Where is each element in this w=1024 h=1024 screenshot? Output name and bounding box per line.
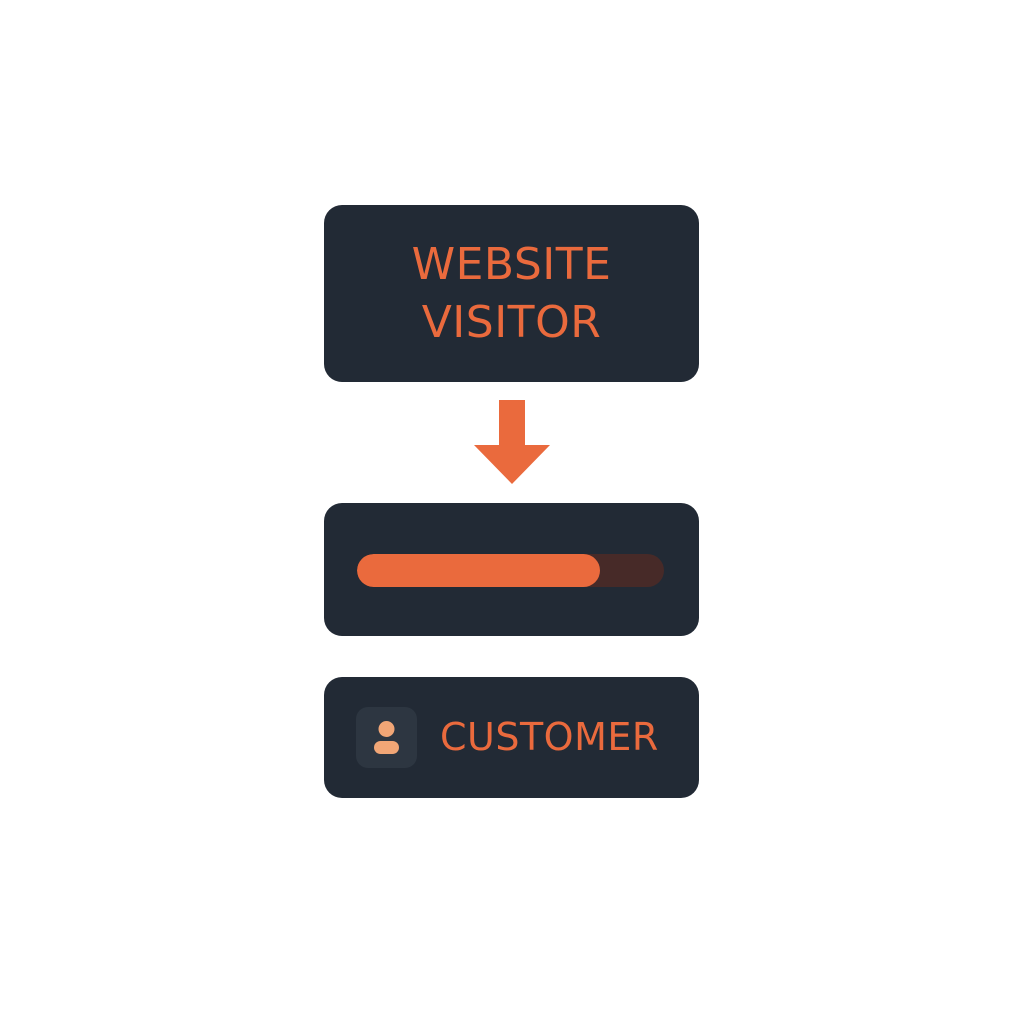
user-icon bbox=[374, 721, 399, 754]
visitor-title-line-2: VISITOR bbox=[421, 296, 602, 348]
arrow-down-icon bbox=[474, 400, 550, 484]
avatar bbox=[356, 707, 417, 768]
progress-bar-fill bbox=[357, 554, 600, 587]
progress-bar bbox=[357, 554, 664, 587]
customer-label: CUSTOMER bbox=[440, 715, 659, 759]
visitor-title-line-1: WEBSITE bbox=[411, 238, 612, 290]
progress-card bbox=[324, 503, 699, 636]
website-visitor-card: WEBSITE VISITOR bbox=[324, 205, 699, 382]
customer-card: CUSTOMER bbox=[324, 677, 699, 798]
